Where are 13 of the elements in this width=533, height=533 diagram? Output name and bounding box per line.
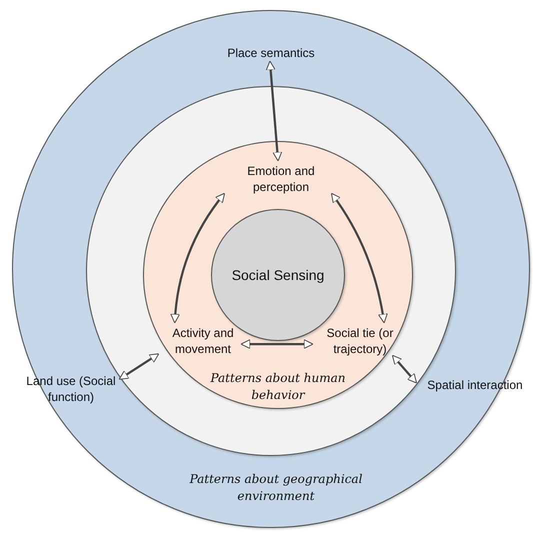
place-semantics-label: Place semantics	[206, 45, 336, 63]
social-tie-label: Social tie (or trajectory)	[315, 325, 405, 359]
double-arrow	[392, 354, 418, 384]
double-arrow	[118, 353, 160, 380]
double-arrow	[240, 339, 314, 349]
double-arrow	[266, 60, 282, 162]
circle-label: Social Sensing	[230, 267, 326, 283]
double-arrow	[331, 192, 388, 324]
double-arrow	[170, 192, 225, 324]
activity-label: Activity and movement	[161, 325, 245, 359]
caption-text: Patterns about human behavior	[209, 370, 347, 404]
caption-text: Patterns about geographical environment	[188, 471, 364, 505]
emotion-label: Emotion and perception	[221, 163, 341, 197]
